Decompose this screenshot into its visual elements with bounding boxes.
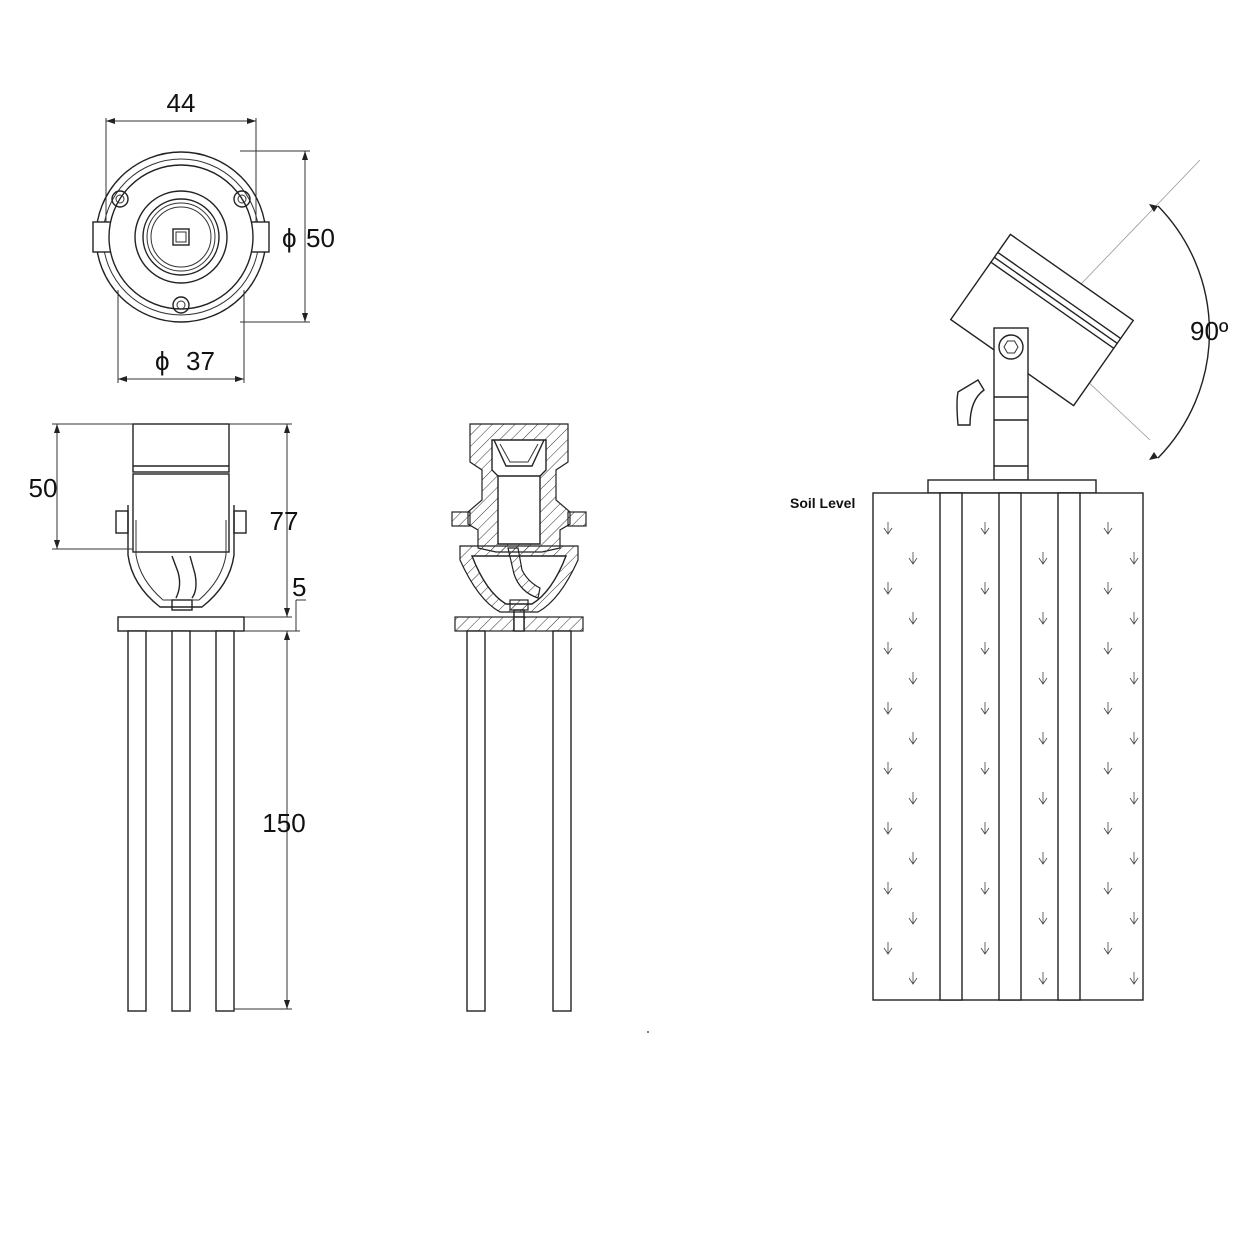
- soil-arrow: [1103, 762, 1113, 775]
- stray-dot: [647, 1031, 649, 1033]
- soil-arrow: [1129, 972, 1139, 985]
- soil-arrow: [883, 822, 893, 835]
- soil-arrow: [908, 612, 918, 625]
- soil-arrow: [908, 972, 918, 985]
- diameter-symbol-1: ϕ: [282, 223, 297, 253]
- soil-arrow: [908, 792, 918, 805]
- soil-arrow: [980, 762, 990, 775]
- soil-arrow: [1103, 882, 1113, 895]
- soil-arrow: [980, 642, 990, 655]
- soil-arrow: [980, 702, 990, 715]
- soil-arrow: [1038, 612, 1048, 625]
- installed-view: 90º Soil Level: [790, 159, 1229, 1001]
- dim-tilt-angle: 90º: [1190, 316, 1229, 346]
- soil-arrow: [1038, 852, 1048, 865]
- soil-arrow: [1038, 552, 1048, 565]
- soil-arrow: [1103, 582, 1113, 595]
- soil-arrow: [980, 942, 990, 955]
- soil-arrow: [980, 582, 990, 595]
- soil-arrow: [883, 762, 893, 775]
- soil-arrow: [883, 522, 893, 535]
- soil-arrow: [980, 882, 990, 895]
- section-view: [451, 423, 587, 1012]
- soil-arrow: [1129, 792, 1139, 805]
- soil-arrow: [1129, 672, 1139, 685]
- soil-arrow: [1103, 702, 1113, 715]
- angle-arc: [1157, 205, 1211, 459]
- soil-arrow: [908, 912, 918, 925]
- dim-side-head-height: 50: [29, 473, 58, 503]
- soil-arrow: [1129, 552, 1139, 565]
- soil-arrow: [1103, 822, 1113, 835]
- diameter-symbol-2: ϕ: [155, 346, 170, 376]
- soil-arrow: [1103, 642, 1113, 655]
- dim-top-inner-diameter: 37: [186, 346, 215, 376]
- top-view: 44 ϕ 50 ϕ 37: [92, 88, 335, 383]
- soil-arrow: [1038, 792, 1048, 805]
- soil-arrow: [908, 552, 918, 565]
- dim-top-outer-diameter: 50: [306, 223, 335, 253]
- soil-arrow: [1129, 612, 1139, 625]
- soil-arrow: [1038, 912, 1048, 925]
- soil-arrow: [1103, 522, 1113, 535]
- dim-top-width: 44: [167, 88, 196, 118]
- soil-arrow: [908, 852, 918, 865]
- dim-spike-length: 150: [262, 808, 305, 838]
- soil-arrow: [1038, 732, 1048, 745]
- soil-arrow: [1038, 672, 1048, 685]
- soil-arrows: [883, 522, 1139, 985]
- soil-level-label: Soil Level: [790, 495, 855, 511]
- soil-arrow: [1129, 732, 1139, 745]
- soil-arrow: [883, 702, 893, 715]
- soil-arrow: [1103, 942, 1113, 955]
- dim-plate-thickness: 5: [292, 572, 306, 602]
- soil-arrow: [883, 882, 893, 895]
- soil-arrow: [883, 642, 893, 655]
- soil-arrow: [1129, 912, 1139, 925]
- soil-arrow: [980, 822, 990, 835]
- soil-arrow: [980, 522, 990, 535]
- dim-side-total-height: 77: [270, 506, 299, 536]
- soil-arrow: [883, 582, 893, 595]
- soil-arrow: [1038, 972, 1048, 985]
- soil-arrow: [908, 672, 918, 685]
- side-view: 50 77 5 150: [29, 423, 306, 1012]
- soil-arrow: [1129, 852, 1139, 865]
- soil-arrow: [908, 732, 918, 745]
- soil-arrow: [883, 942, 893, 955]
